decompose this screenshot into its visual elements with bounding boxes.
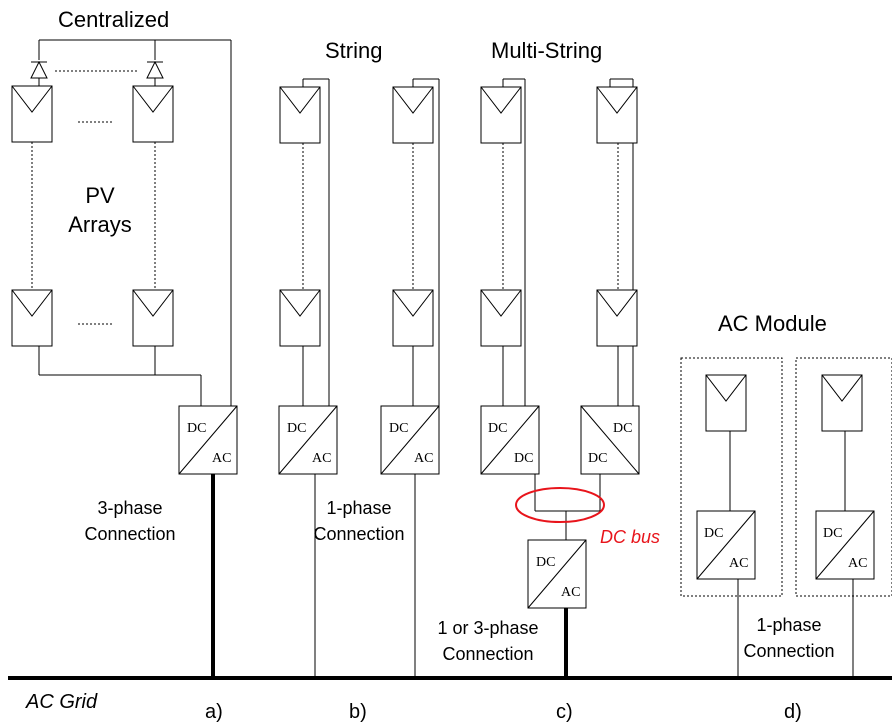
dc-ac-inverter	[815, 510, 875, 580]
converter-label-ac: AC	[848, 556, 867, 571]
subfigure-b-label: b)	[349, 701, 367, 723]
pv-panel-icon	[11, 289, 53, 347]
connection-c-line1: 1 or 3-phase	[437, 618, 538, 638]
ac-grid-label: AC Grid	[25, 691, 98, 713]
subfigure-c-label: c)	[556, 701, 573, 723]
converter-label-dc: DC	[389, 421, 408, 436]
converter-label-dc: DC	[588, 451, 607, 466]
pv-panel-icon	[392, 86, 434, 144]
converter-label-dc: DC	[488, 421, 507, 436]
dc-ac-inverter	[380, 405, 440, 475]
dc-ac-inverter	[178, 405, 238, 475]
converter-label-ac: AC	[561, 585, 580, 600]
centralized-topology	[11, 39, 238, 678]
connection-a-line2: Connection	[84, 524, 175, 544]
pv-panel-icon	[596, 289, 638, 347]
converter-label-ac: AC	[729, 556, 748, 571]
pv-panel-icon	[132, 85, 174, 143]
diode-icon	[30, 60, 48, 86]
converter-label-dc: DC	[287, 421, 306, 436]
converter-label-dc: DC	[613, 421, 632, 436]
converter-label-dc: DC	[514, 451, 533, 466]
converter-label-dc: DC	[187, 421, 206, 436]
dc-bus-highlight	[515, 487, 605, 523]
converter-label-dc: DC	[536, 555, 555, 570]
connection-b-line2: Connection	[313, 524, 404, 544]
multi-string-title: Multi-String	[491, 38, 602, 63]
converter-label-ac: AC	[414, 451, 433, 466]
ac-module-title: AC Module	[718, 311, 827, 336]
subfigure-d-label: d)	[784, 701, 802, 723]
dc-dc-converter	[580, 405, 640, 475]
converter-label-dc: DC	[823, 526, 842, 541]
connection-b-line1: 1-phase	[326, 498, 391, 518]
dc-dc-converter	[480, 405, 540, 475]
pv-panel-icon	[480, 86, 522, 144]
pv-panel-icon	[596, 86, 638, 144]
multi-string-topology	[480, 78, 640, 678]
ac-module-box	[680, 357, 783, 597]
string-topology	[278, 78, 440, 678]
pv-panel-icon	[705, 374, 747, 432]
pv-arrays-label-line2: Arrays	[68, 212, 132, 237]
pv-panel-icon	[392, 289, 434, 347]
converter-label-ac: AC	[212, 451, 231, 466]
connection-d-line2: Connection	[743, 641, 834, 661]
pv-panel-icon	[279, 86, 321, 144]
converter-label-ac: AC	[312, 451, 331, 466]
dc-ac-inverter	[696, 510, 756, 580]
ac-module-topology	[680, 357, 892, 678]
connection-c-line2: Connection	[442, 644, 533, 664]
diode-icon	[146, 60, 164, 86]
dc-bus-label: DC bus	[600, 527, 660, 547]
pv-panel-icon	[132, 289, 174, 347]
dc-ac-inverter	[527, 539, 587, 609]
dc-ac-inverter	[278, 405, 338, 475]
subfigure-a-label: a)	[205, 701, 223, 723]
converter-label-dc: DC	[704, 526, 723, 541]
pv-panel-icon	[279, 289, 321, 347]
centralized-title: Centralized	[58, 7, 169, 32]
connection-d-line1: 1-phase	[756, 615, 821, 635]
pv-arrays-label-line1: PV	[85, 183, 115, 208]
pv-panel-icon	[11, 85, 53, 143]
pv-panel-icon	[821, 374, 863, 432]
pv-panel-icon	[480, 289, 522, 347]
ac-module-box	[795, 357, 892, 597]
connection-a-line1: 3-phase	[97, 498, 162, 518]
string-title: String	[325, 38, 382, 63]
